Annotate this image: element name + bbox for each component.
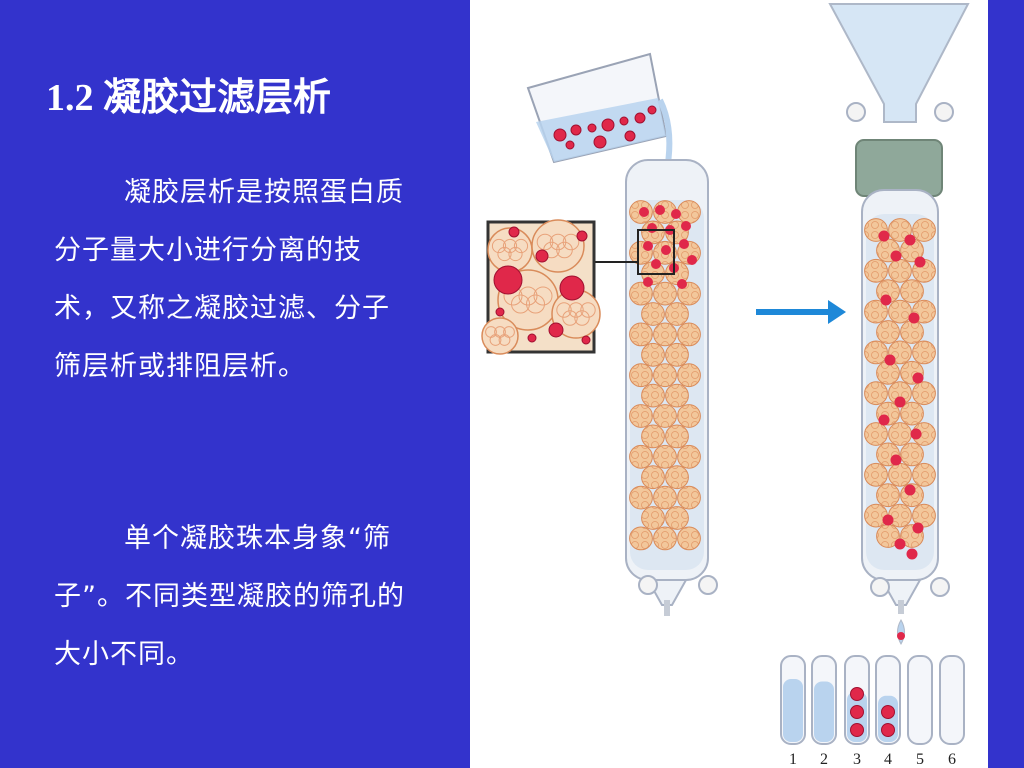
tube-label: 2 (820, 751, 828, 768)
funnel-icon (828, 3, 970, 123)
tube-label: 1 (789, 751, 797, 768)
slide-title: 1.2 凝胶过滤层析 (46, 77, 332, 119)
beaker-icon (526, 52, 668, 164)
collection-tubes: 1 2 3 4 5 6 (780, 655, 965, 768)
tube-label: 6 (948, 751, 956, 768)
collection-tube (907, 655, 933, 745)
right-arrow-icon (756, 300, 846, 324)
stopper-icon (855, 139, 943, 197)
bead-zoom-inset (481, 219, 638, 355)
tube-label: 4 (884, 751, 892, 768)
column-right-icon (828, 3, 970, 645)
description-paragraph-2: 单个凝胶珠本身象“筛子”。不同类型凝胶的筛孔的大小不同。 (54, 523, 405, 670)
right-border-strip (988, 0, 1024, 768)
text-panel: 1.2 凝胶过滤层析 凝胶层析是按照蛋白质分子量大小进行分离的技术，又称之凝胶过… (0, 0, 470, 768)
column-left-icon (625, 159, 718, 616)
description-paragraph-1: 凝胶层析是按照蛋白质分子量大小进行分离的技术，又称之凝胶过滤、分子筛层析或排阻层… (54, 177, 404, 382)
diagram-panel: 1 2 3 4 5 6 (470, 0, 988, 768)
gel-filtration-diagram: 1 2 3 4 5 6 (481, 3, 970, 768)
tube-label: 5 (916, 751, 924, 768)
tube-label: 3 (853, 751, 861, 768)
collection-tube (939, 655, 965, 745)
